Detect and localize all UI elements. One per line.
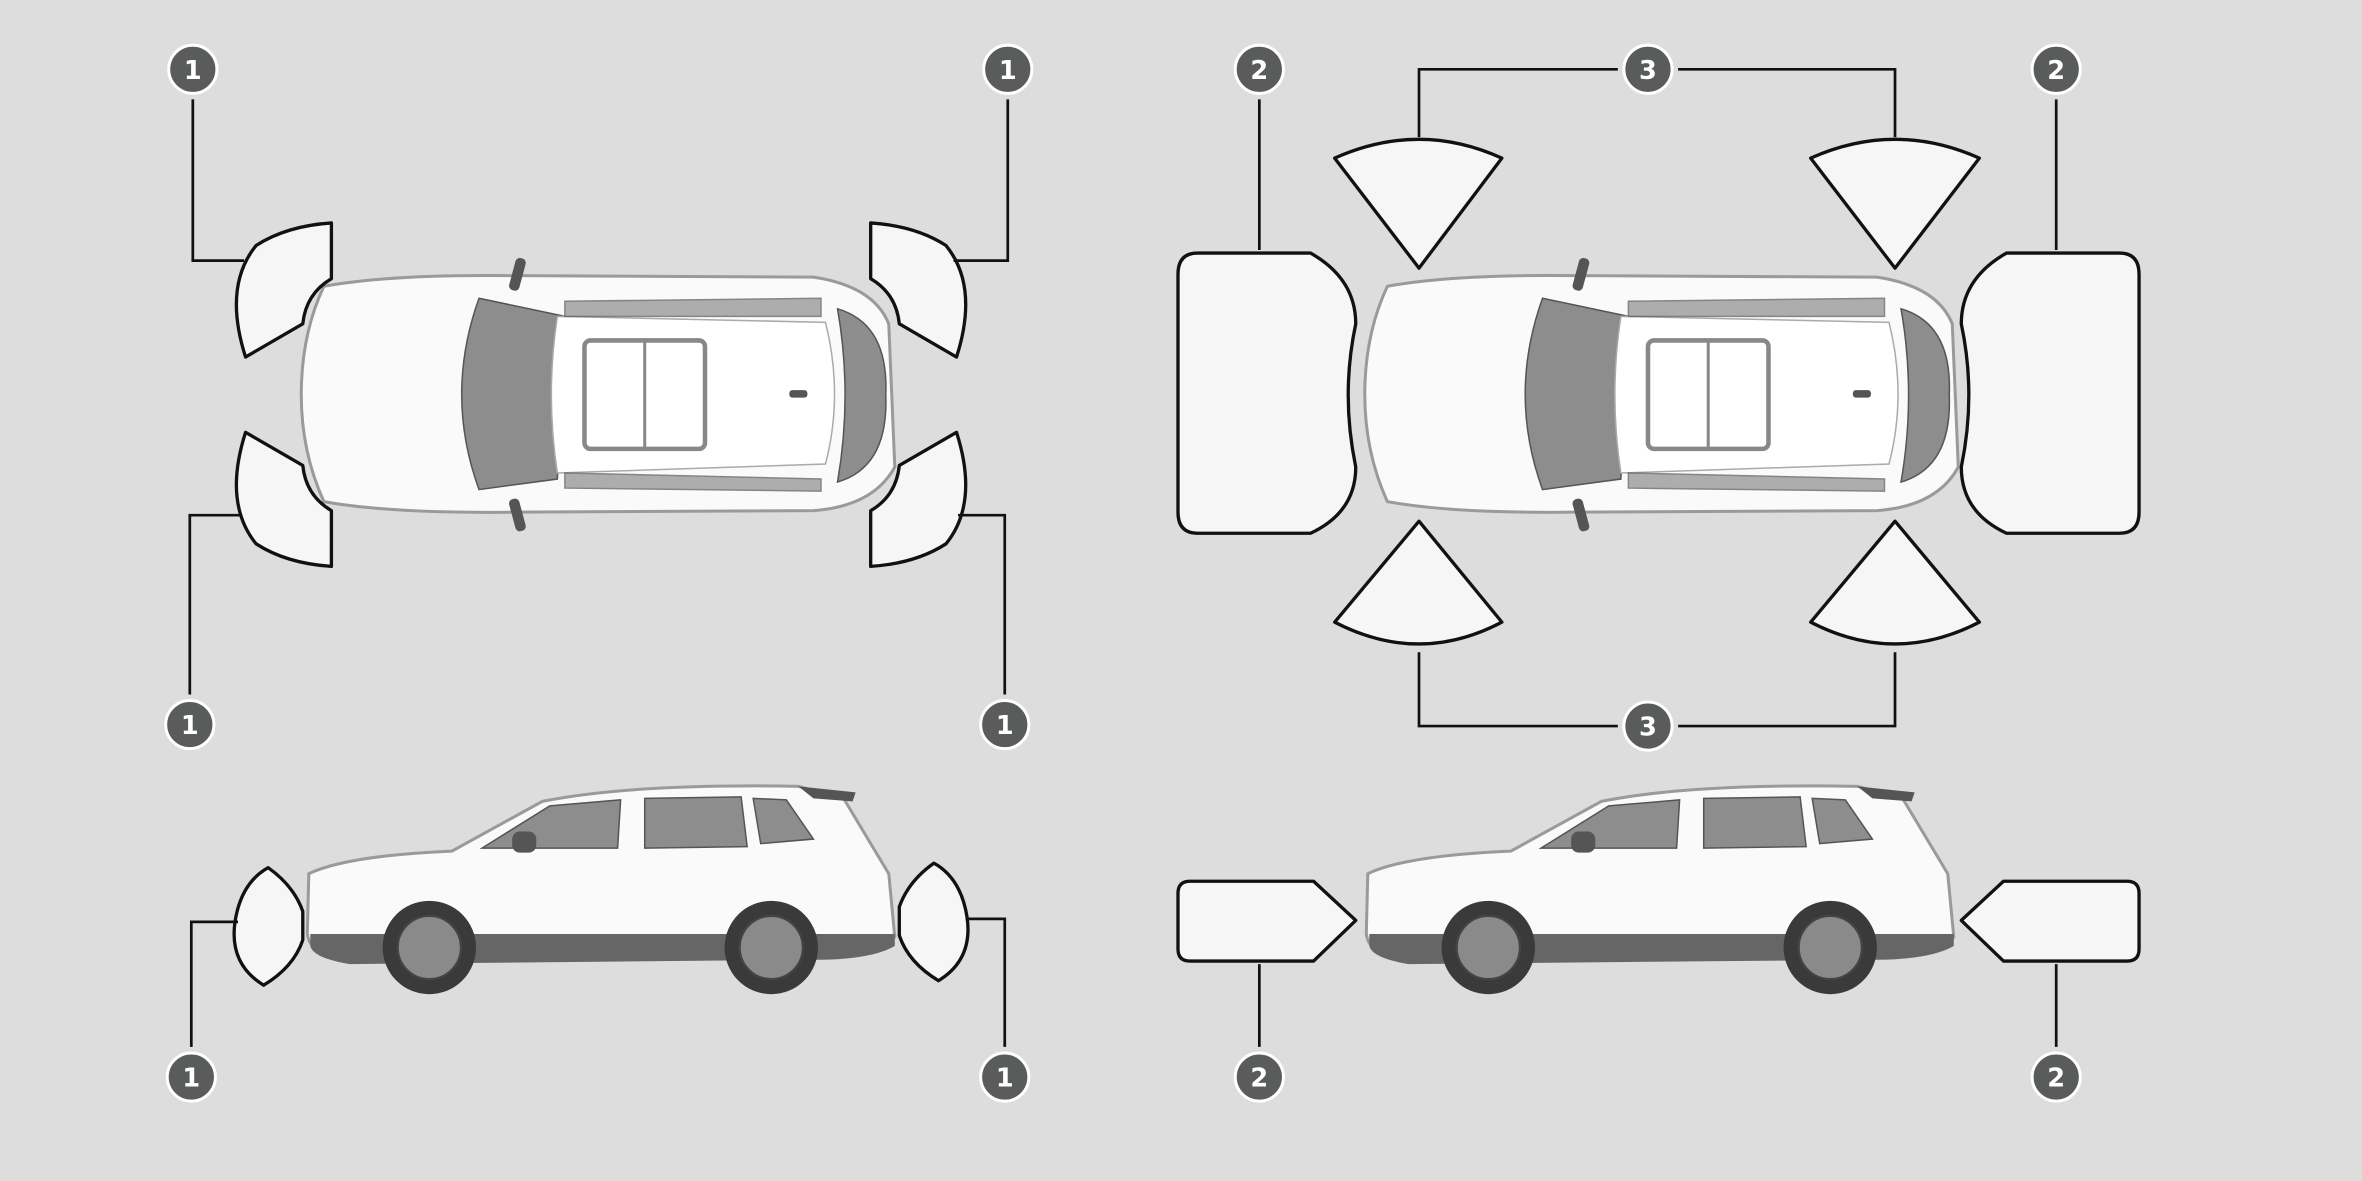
svg-text:1: 1 <box>181 711 199 741</box>
svg-text:2: 2 <box>2047 56 2065 86</box>
svg-text:3: 3 <box>1639 56 1657 86</box>
corner-sensor-zones-top <box>234 221 968 569</box>
vehicle-top-view-left <box>301 257 895 532</box>
callout-badge-3: 3 <box>1622 700 1674 752</box>
center-sensor-zones-side <box>1176 879 2141 963</box>
callout-badge-1: 1 <box>164 698 216 751</box>
callout-badge-1: 1 <box>982 43 1034 95</box>
svg-text:1: 1 <box>184 56 202 86</box>
svg-text:1: 1 <box>182 1064 200 1094</box>
vehicle-top-view-right <box>1365 257 1959 532</box>
callout-badge-1: 1 <box>165 1051 217 1103</box>
svg-text:3: 3 <box>1639 713 1657 743</box>
callout-badge-2: 2 <box>2030 43 2082 95</box>
svg-text:1: 1 <box>996 1064 1014 1094</box>
svg-text:1: 1 <box>999 56 1017 86</box>
svg-text:2: 2 <box>1250 56 1268 86</box>
callout-badge-1: 1 <box>979 698 1031 751</box>
leader-lines-1-side <box>189 917 1007 1047</box>
svg-text:2: 2 <box>1250 1064 1268 1094</box>
callout-badge-2: 2 <box>1233 1051 1285 1103</box>
callout-badge-2: 2 <box>2030 1051 2082 1103</box>
callout-badge-2: 2 <box>1233 43 1285 95</box>
callout-badge-3: 3 <box>1622 43 1674 95</box>
center-and-side-sensor-zones-top <box>1176 137 2141 646</box>
svg-text:1: 1 <box>996 711 1014 741</box>
leader-lines-2-3-top <box>1257 67 2058 728</box>
svg-text:2: 2 <box>2047 1064 2065 1094</box>
callout-badge-1: 1 <box>979 1051 1031 1103</box>
leader-lines-2-side <box>1257 964 2058 1047</box>
leader-lines-1-top <box>188 99 1010 695</box>
callout-badge-1: 1 <box>167 43 219 95</box>
corner-sensor-zones-side <box>232 861 970 987</box>
